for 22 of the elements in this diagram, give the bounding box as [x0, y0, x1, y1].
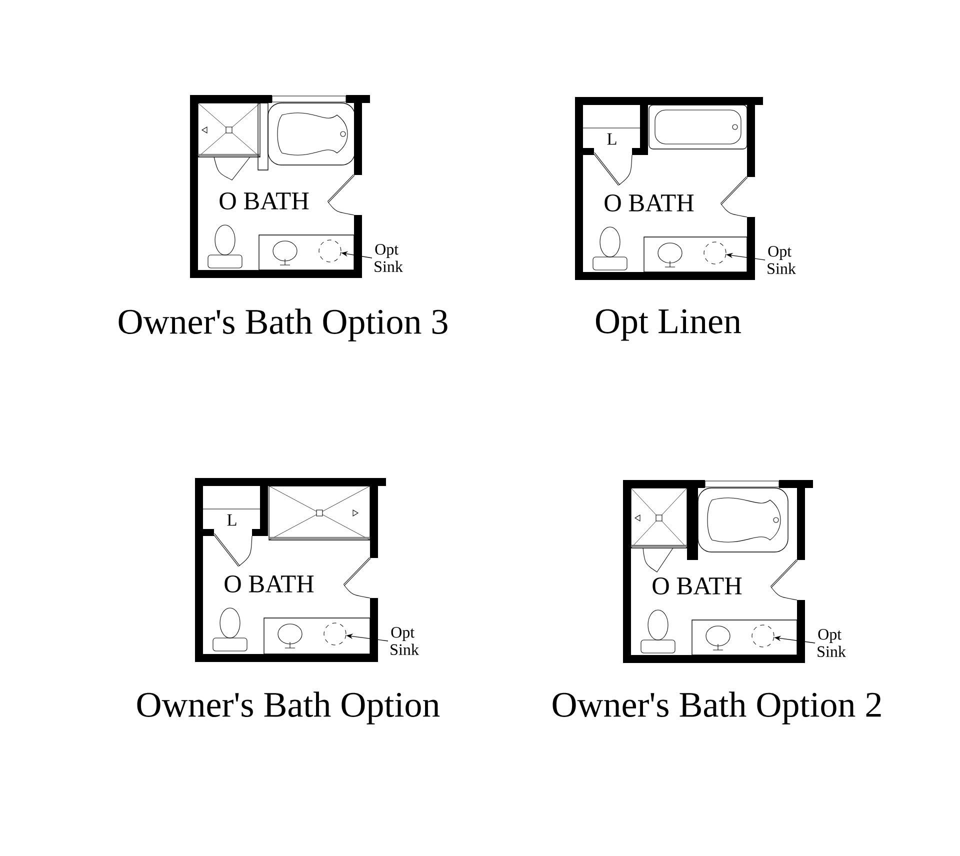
- optional-sink: [318, 240, 342, 262]
- optional-sink: [704, 242, 726, 264]
- plan-caption: Owner's Bath Option 2: [552, 692, 881, 724]
- linen-closet: L: [582, 97, 648, 186]
- node-label: O BATH: [224, 575, 314, 593]
- plan-caption: Opt Linen: [596, 309, 741, 341]
- callout-label: Opt Sink: [818, 628, 846, 658]
- bathroom-floor-plan: O BATH: [623, 480, 813, 663]
- node-label: O BATH: [220, 192, 309, 210]
- node-label: O BATH: [604, 194, 694, 212]
- callout-label: Opt Sink: [374, 244, 403, 272]
- optional-sink: [324, 622, 346, 646]
- plan-caption: Owner's Bath Option 3: [118, 308, 448, 342]
- optional-sink: [752, 624, 774, 648]
- plan-caption: Owner's Bath Option: [137, 692, 440, 724]
- callout-label: Opt Sink: [768, 246, 796, 274]
- linen-closet: L: [202, 478, 268, 567]
- node-label: O BATH: [652, 577, 742, 595]
- bathroom-floor-plan: O BATH: [190, 95, 370, 278]
- callout-label: Opt Sink: [390, 626, 419, 656]
- node-label: L: [607, 133, 616, 145]
- node-label: L: [227, 514, 236, 526]
